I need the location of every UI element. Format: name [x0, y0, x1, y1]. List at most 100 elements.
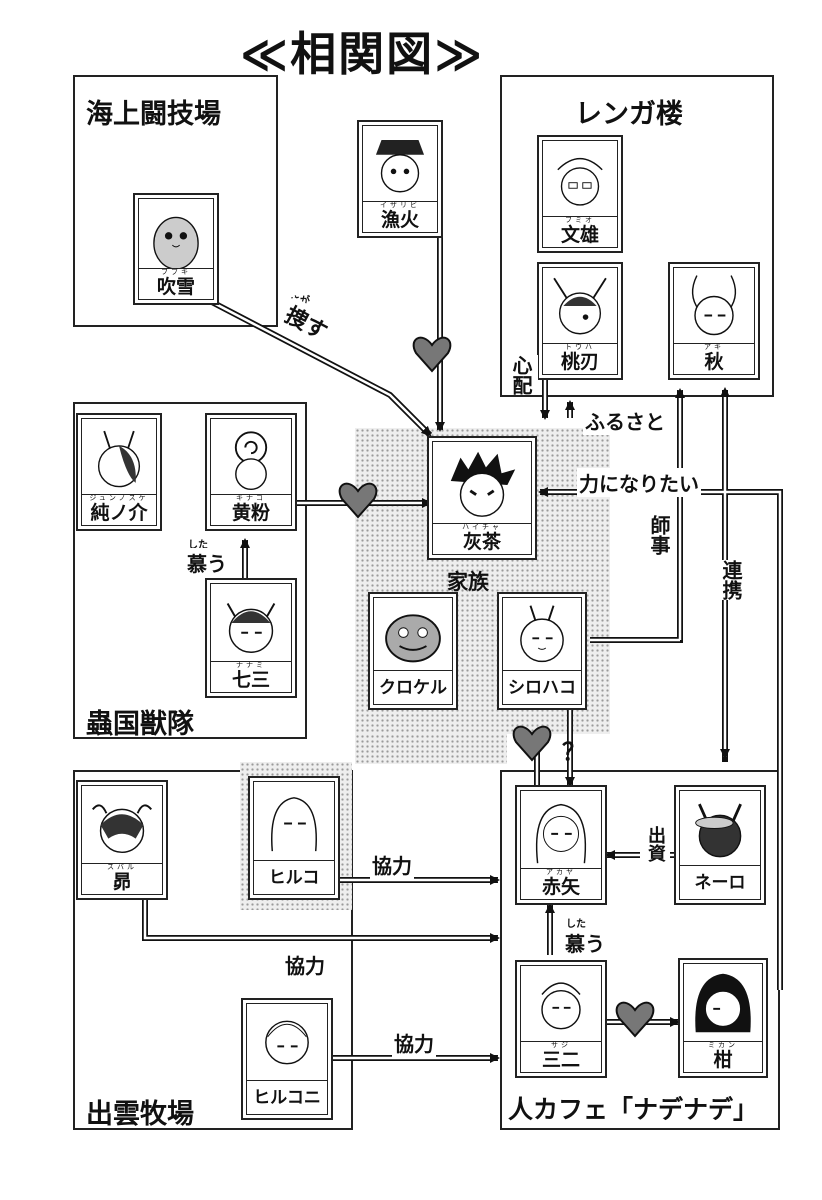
subaru-portrait [81, 785, 163, 865]
shinpai-label: 心配 [505, 355, 538, 395]
shitau2-label: 慕う [563, 928, 607, 957]
hiruko2-nameplate: ヒルコニ [246, 1080, 328, 1115]
fumio-portrait [542, 140, 618, 218]
touha-name: 桃刃 [560, 351, 599, 373]
group-label-kaijo: 海上闘技場 [86, 99, 221, 130]
isaribi-name: 漁火 [380, 209, 419, 231]
hiruko-nameplate: ヒルコ [253, 860, 335, 895]
junnosuke-portrait [81, 418, 157, 496]
mikan-portrait [683, 963, 763, 1043]
shitau1-ruby: した [188, 540, 208, 551]
shiro-nameplate: シロハコ [502, 670, 582, 705]
card-subaru[interactable]: スバル 昴 [76, 780, 168, 900]
furusato-label: ふるさと [583, 406, 667, 435]
kuro-name: クロケル [379, 677, 447, 698]
nero-portrait [679, 790, 761, 867]
shitau2-ruby: した [566, 919, 586, 930]
kinako-ruby: キナコ [236, 494, 266, 502]
nanami-name: 七三 [231, 669, 270, 691]
nero-nameplate: ネーロ [679, 865, 761, 900]
isaribi-portrait [362, 125, 438, 203]
card-nanami[interactable]: ナナミ 七三 [205, 578, 297, 698]
hiruko-name: ヒルコ [268, 867, 320, 888]
fubuki-name: 吹雪 [156, 276, 195, 298]
chikara-label: 力になりたい [577, 468, 701, 497]
card-saji[interactable]: サジ 三二 [515, 960, 607, 1078]
renkei-label: 連携 [715, 560, 748, 600]
nanami-ruby: ナナミ [236, 661, 266, 669]
saji-name: 三二 [541, 1049, 580, 1071]
touha-portrait [542, 267, 618, 345]
fubuki-portrait [138, 198, 214, 270]
kinako-nameplate: キナコ 黄粉 [210, 494, 292, 526]
akaya-ruby: アカヤ [546, 868, 576, 876]
shusshi-label: 出資 [640, 826, 670, 862]
card-haicha[interactable]: ハイチャ 灰茶 [427, 436, 537, 560]
akaya-name: 赤矢 [541, 876, 580, 898]
card-hiruko[interactable]: ヒルコ [248, 776, 340, 900]
kuro-portrait [373, 597, 453, 672]
card-touha[interactable]: トウハ 桃刃 [537, 262, 623, 380]
nanami-nameplate: ナナミ 七三 [210, 661, 292, 693]
card-akaya[interactable]: アカヤ 赤矢 [515, 785, 607, 905]
nero-name: ネーロ [694, 872, 746, 893]
shitau1-label: 慕う [185, 548, 229, 577]
touha-nameplate: トウハ 桃刃 [542, 343, 618, 375]
subaru-nameplate: スバル 昴 [81, 863, 163, 895]
mikan-name: 柑 [713, 1049, 733, 1071]
kyoryoku1-label: 協力 [370, 850, 414, 879]
fubuki-ruby: フブキ [161, 268, 191, 276]
hiruko2-portrait [246, 1003, 328, 1082]
card-fumio[interactable]: フミオ 文雄 [537, 135, 623, 253]
card-junnosuke[interactable]: ジュンノスケ 純ノ介 [76, 413, 162, 531]
haicha-nameplate: ハイチャ 灰茶 [432, 523, 532, 555]
kuro-nameplate: クロケル [373, 670, 453, 705]
haicha-ruby: ハイチャ [462, 523, 502, 531]
subaru-name: 昴 [112, 871, 132, 893]
family-region-lower [355, 734, 507, 764]
page-title: ≪相関図≫ [240, 27, 485, 81]
card-hiruko2[interactable]: ヒルコニ [241, 998, 333, 1120]
haicha-name: 灰茶 [462, 531, 501, 553]
isaribi-nameplate: イザリビ 漁火 [362, 201, 438, 233]
group-label-cafe: 人カフェ「ナデナデ」 [508, 1095, 759, 1124]
card-kuro[interactable]: クロケル [368, 592, 458, 710]
card-kinako[interactable]: キナコ 黄粉 [205, 413, 297, 531]
nanami-portrait [210, 583, 292, 663]
kyoryoku2-label: 協力 [283, 950, 327, 979]
kinako-portrait [210, 418, 292, 496]
fumio-name: 文雄 [560, 224, 599, 246]
aki-nameplate: アキ 秋 [673, 343, 755, 375]
hiruko2-name: ヒルコニ [253, 1087, 321, 1108]
junnosuke-ruby: ジュンノスケ [89, 494, 149, 502]
junnosuke-nameplate: ジュンノスケ 純ノ介 [81, 494, 157, 526]
card-mikan[interactable]: ミカン 柑 [678, 958, 768, 1078]
hiruko-portrait [253, 781, 335, 862]
aki-ruby: アキ [704, 343, 724, 351]
card-aki[interactable]: アキ 秋 [668, 262, 760, 380]
mikan-nameplate: ミカン 柑 [683, 1041, 763, 1073]
saji-portrait [520, 965, 602, 1043]
card-fubuki[interactable]: フブキ 吹雪 [133, 193, 219, 305]
akaya-portrait [520, 790, 602, 870]
isaribi-ruby: イザリビ [380, 201, 420, 209]
family-label: 家族 [447, 570, 489, 594]
group-label-izumo: 出雲牧場 [86, 1099, 194, 1130]
mikan-ruby: ミカン [708, 1041, 738, 1049]
kinako-name: 黄粉 [231, 502, 270, 524]
question-label: ？ [562, 738, 586, 766]
saji-nameplate: サジ 三二 [520, 1041, 602, 1073]
saji-ruby: サジ [551, 1041, 571, 1049]
card-shiro[interactable]: シロハコ [497, 592, 587, 710]
shiro-portrait [502, 597, 582, 672]
junnosuke-name: 純ノ介 [90, 502, 148, 524]
fubuki-nameplate: フブキ 吹雪 [138, 268, 214, 300]
akaya-nameplate: アカヤ 赤矢 [520, 868, 602, 900]
card-nero[interactable]: ネーロ [674, 785, 766, 905]
shiro-name: シロハコ [508, 677, 576, 698]
group-label-mushi: 蟲国獣隊 [86, 709, 194, 740]
fumio-ruby: フミオ [565, 216, 595, 224]
subaru-ruby: スバル [107, 863, 137, 871]
kyoryoku3-label: 協力 [392, 1028, 436, 1057]
card-isaribi[interactable]: イザリビ 漁火 [357, 120, 443, 238]
